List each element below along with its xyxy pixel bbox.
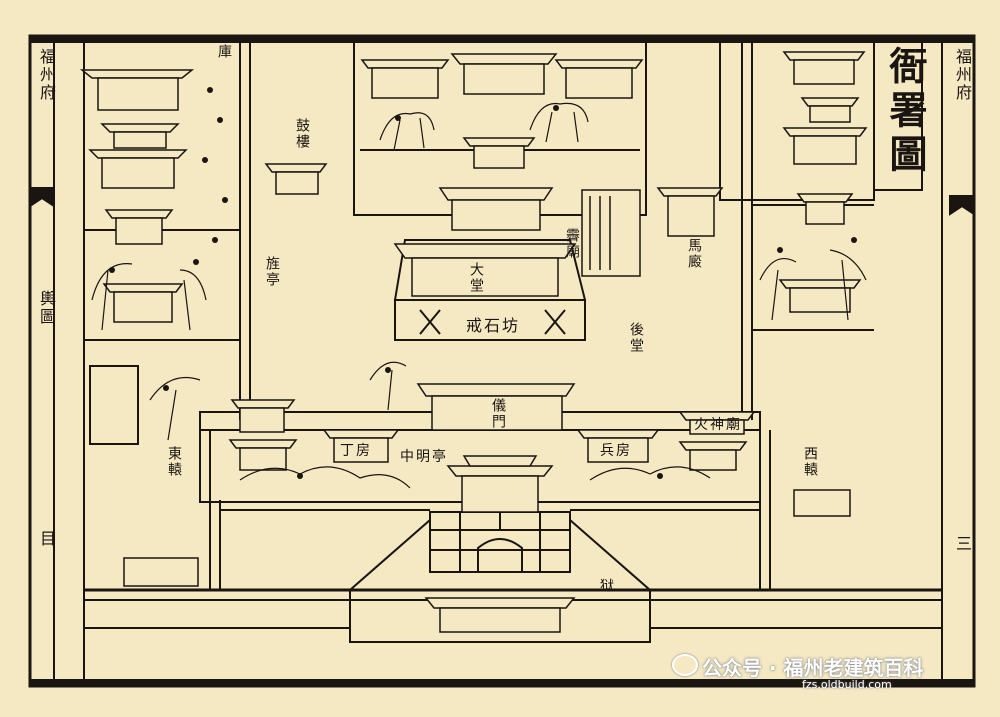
watermark-url: fzs.oldbuild.com <box>802 678 892 691</box>
hall-gate-tower <box>446 455 554 513</box>
hall-bottom <box>424 597 576 633</box>
label-zhong-ming-ting: 中明亭 <box>400 449 448 465</box>
hall-hou-tang <box>438 187 554 231</box>
map-title: 衙署圖 <box>883 46 928 178</box>
hall-da-tang <box>393 243 577 297</box>
hall-bing-fang <box>576 429 660 463</box>
hall-left-5 <box>102 283 184 323</box>
label-xi-yuan: 西轅 <box>802 446 818 478</box>
label-cang-ku: 霽廟 <box>564 228 580 260</box>
margin-right-top: 福州府 <box>953 48 972 102</box>
label-jie-shi-fang: 戒石坊 <box>462 312 525 336</box>
trees <box>91 102 867 489</box>
hall-top-left-3 <box>88 149 188 189</box>
margin-left-mid: 輿圖 <box>37 290 56 326</box>
hall-right-5 <box>778 279 862 313</box>
label-zuo-yu-men: 儀門 <box>490 398 506 430</box>
hall-right-4 <box>796 193 854 225</box>
watermark-text: 公众号 · 福州老建筑百科 <box>702 656 924 680</box>
hall-top-left-1 <box>79 69 195 111</box>
hall-top-3 <box>554 59 644 99</box>
shrine-right-bottom <box>793 489 851 517</box>
label-ding-fang: 丁房 <box>340 443 372 459</box>
hall-gu-lou <box>264 163 328 195</box>
label-hou-tang: 後堂 <box>628 322 644 354</box>
label-cang: 庫 <box>216 44 232 60</box>
margin-left-bottom: 目 <box>37 530 56 548</box>
outer-border <box>28 34 976 688</box>
label-bing-fang: 兵房 <box>600 443 632 459</box>
label-jiu-mu: 狱 <box>598 578 614 594</box>
label-yi-men: 東轅 <box>166 446 182 478</box>
label-ma-ju: 馬廄 <box>686 238 702 270</box>
hall-huo-shen <box>678 411 756 435</box>
margin-right-bottom: 三 <box>953 535 972 553</box>
hall-left-4 <box>104 209 174 245</box>
wechat-icon <box>672 654 698 676</box>
label-jing-ting: 旌亭 <box>264 256 280 288</box>
hall-left-mid <box>230 399 296 433</box>
watermark: 公众号 · 福州老建筑百科 fzs.oldbuild.com <box>672 648 972 696</box>
shrine-left-bottom <box>123 557 199 587</box>
hall-left-mid2 <box>228 439 298 471</box>
hall-right-mid <box>678 441 748 471</box>
label-da-tang: 大堂 <box>468 262 484 294</box>
hall-top-left-2 <box>100 123 180 149</box>
hall-yi-men <box>416 383 576 431</box>
tower-cang <box>581 189 641 277</box>
label-huo-shen-miao: 火神廟 <box>694 417 742 433</box>
hall-right-2 <box>800 97 860 123</box>
hall-right-1 <box>782 51 866 85</box>
label-gu-lou: 鼓樓 <box>294 118 310 150</box>
gate-ma-ju <box>656 187 724 237</box>
hall-top-1 <box>360 59 450 99</box>
foliage-dots <box>109 87 857 479</box>
margin-left-top: 福州府 <box>37 48 56 102</box>
hall-ding-fang <box>322 429 400 463</box>
hall-right-3 <box>782 127 868 165</box>
hall-top-gate <box>462 137 536 169</box>
hall-top-2 <box>450 53 558 95</box>
